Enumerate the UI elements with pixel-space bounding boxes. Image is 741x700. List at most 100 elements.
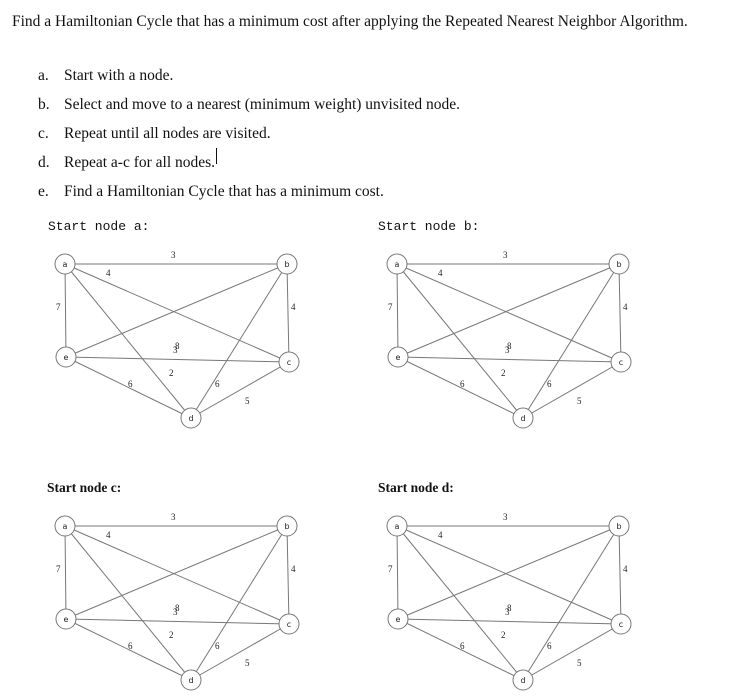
edge-c-d (190, 361, 290, 419)
edge-weight-a-d: 2 (169, 368, 174, 378)
graph-title-start-d: Start node d: (378, 480, 454, 495)
graph-title-start-b: Start node b: (378, 219, 480, 234)
edge-b-d (190, 263, 288, 419)
step-marker: c. (38, 125, 49, 142)
node-c (610, 351, 632, 373)
node-d (512, 407, 534, 429)
edge-weight-b-c: 4 (623, 302, 628, 312)
edge-weight-a-c: 4 (106, 530, 111, 540)
node-b (276, 515, 298, 537)
edge-weight-b-d: 6 (215, 641, 220, 651)
step-item: d.Repeat a-c for all nodes. (38, 148, 460, 177)
step-text: Repeat a-c for all nodes. (64, 154, 216, 171)
node-e (55, 346, 77, 368)
node-label-a: a (395, 522, 400, 531)
edge-weight-a-b: 3 (171, 512, 176, 522)
edge-a-d (396, 525, 524, 681)
node-label-c: c (619, 358, 623, 367)
step-item: c.Repeat until all nodes are visited. (38, 119, 460, 148)
edge-weight-c-d: 5 (245, 658, 250, 668)
edge-weight-e-c: 8 (507, 603, 512, 613)
node-label-c: c (287, 620, 291, 629)
edge-a-d (396, 263, 524, 419)
edge-b-c (618, 525, 622, 625)
edge-a-e (64, 525, 67, 620)
node-b (608, 515, 630, 537)
edge-weight-a-b: 3 (171, 250, 176, 260)
node-label-d: d (520, 414, 525, 423)
edge-a-c (396, 263, 622, 363)
edge-weight-a-e: 7 (388, 302, 393, 312)
node-a (386, 253, 408, 275)
step-marker: e. (38, 183, 49, 200)
node-b (608, 253, 630, 275)
step-item: a.Start with a node. (38, 61, 460, 90)
edge-b-c (618, 263, 622, 363)
edge-weight-b-c: 4 (291, 564, 296, 574)
step-item: e.Find a Hamiltonian Cycle that has a mi… (38, 177, 460, 206)
edge-weight-c-d: 5 (577, 658, 582, 668)
edge-weight-b-d: 6 (547, 379, 552, 389)
edge-a-e (396, 263, 399, 358)
edge-weight-a-d: 2 (501, 630, 506, 640)
node-label-a: a (63, 260, 68, 269)
edge-weight-a-e: 7 (388, 564, 393, 574)
step-text: Select and move to a nearest (minimum we… (64, 96, 461, 113)
node-c (278, 613, 300, 635)
edge-b-c (286, 263, 290, 363)
node-label-e: e (64, 615, 69, 624)
node-label-d: d (520, 676, 525, 685)
edge-weight-e-d: 6 (128, 379, 133, 389)
edge-weight-e-d: 6 (128, 641, 133, 651)
node-label-e: e (396, 615, 401, 624)
node-label-b: b (616, 260, 621, 269)
edge-b-e (397, 263, 620, 358)
node-e (387, 608, 409, 630)
text-cursor (216, 148, 218, 164)
edge-e-c (397, 618, 622, 625)
edge-e-d (65, 356, 192, 419)
edge-a-c (396, 525, 622, 625)
edge-a-c (64, 263, 290, 363)
node-c (278, 351, 300, 373)
node-a (54, 253, 76, 275)
edge-weight-c-d: 5 (245, 396, 250, 406)
edge-weight-a-e: 7 (56, 564, 61, 574)
question-intro: Find a Hamiltonian Cycle that has a mini… (12, 13, 688, 30)
edge-b-d (522, 525, 620, 681)
edge-weight-e-d: 6 (460, 641, 465, 651)
edge-b-e (65, 525, 288, 620)
graph-title-start-c: Start node c: (47, 480, 122, 495)
edge-c-d (522, 623, 622, 681)
edge-weight-c-d: 5 (577, 396, 582, 406)
edge-weight-a-b: 3 (503, 512, 508, 522)
node-label-b: b (284, 522, 289, 531)
edge-b-d (190, 525, 288, 681)
graph-title-start-a: Start node a: (48, 219, 150, 234)
edge-e-d (65, 618, 192, 681)
node-label-a: a (63, 522, 68, 531)
edge-b-e (65, 263, 288, 358)
edge-weight-b-d: 6 (215, 379, 220, 389)
node-label-d: d (188, 676, 193, 685)
edge-weight-a-c: 4 (106, 268, 111, 278)
node-label-e: e (64, 353, 69, 362)
edge-c-d (190, 623, 290, 681)
edge-weight-b-e: 3 (173, 345, 178, 355)
steps-list: a.Start with a node. b.Select and move t… (38, 61, 460, 206)
edge-a-d (64, 263, 192, 419)
edge-weight-b-e: 3 (173, 607, 178, 617)
node-b (276, 253, 298, 275)
edge-b-c (286, 525, 290, 625)
edge-weight-e-c: 8 (507, 341, 512, 351)
edge-a-c (64, 525, 290, 625)
edge-weight-e-d: 6 (460, 379, 465, 389)
node-a (386, 515, 408, 537)
edge-weight-a-c: 4 (438, 530, 443, 540)
edge-e-c (397, 356, 622, 363)
node-e (387, 346, 409, 368)
edge-e-d (397, 356, 524, 419)
